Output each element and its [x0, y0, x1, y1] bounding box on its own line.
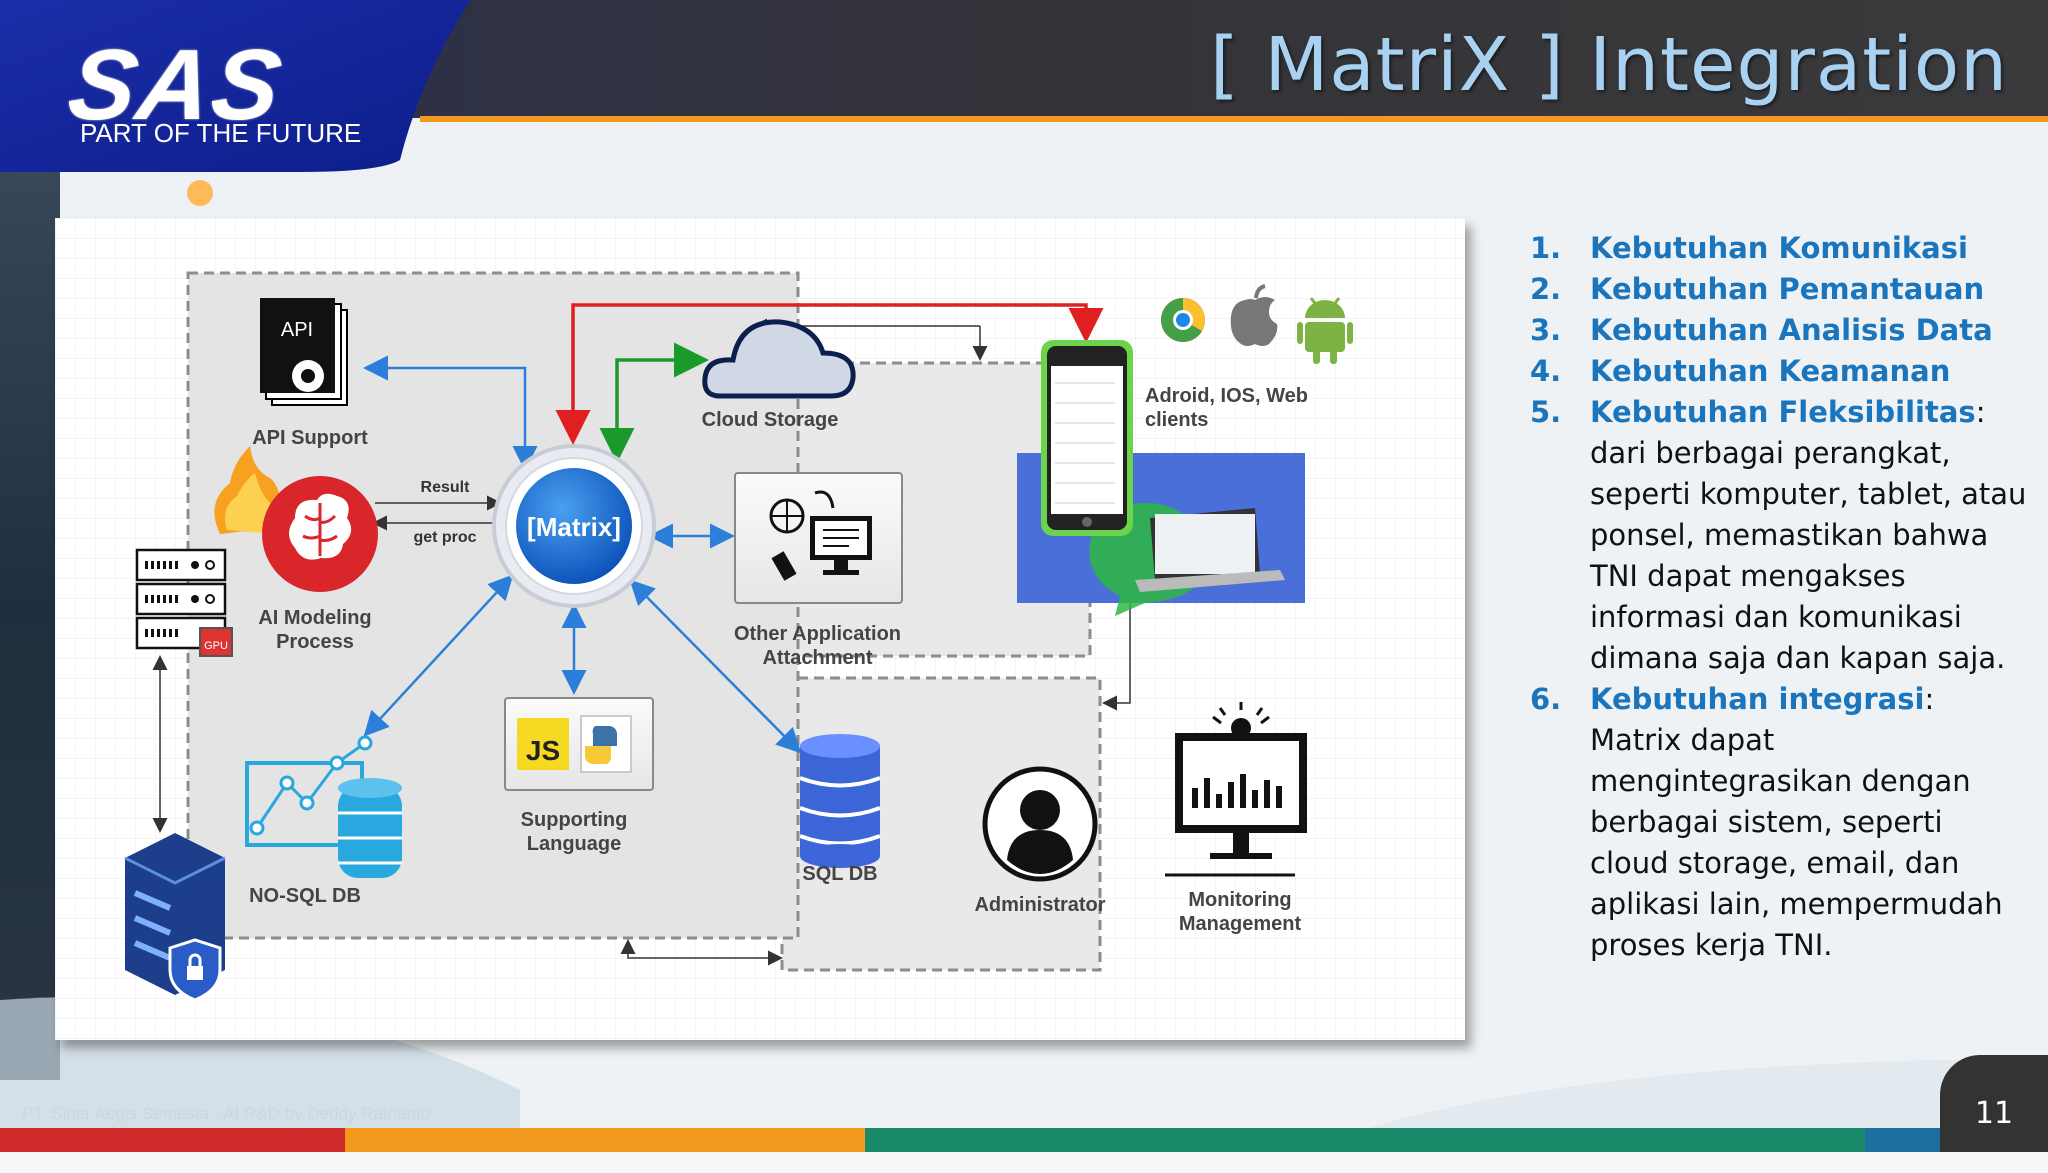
list-item-number: 2.: [1530, 272, 1562, 306]
svg-text:[Matrix]: [Matrix]: [527, 512, 621, 542]
monitoring-line-2: Management: [1178, 913, 1302, 935]
other-application-label: Other Application Attachment: [715, 622, 920, 670]
other-application-line-2: Attachment: [762, 647, 873, 669]
list-item-heading: Kebutuhan Komunikasi: [1590, 231, 1968, 265]
administrator-icon: [982, 766, 1098, 882]
monitoring-label: Monitoring Management: [1160, 888, 1320, 936]
svg-text:GPU: GPU: [204, 640, 228, 652]
secure-server-icon: [124, 833, 226, 1002]
list-item-heading: Kebutuhan integrasi: [1590, 682, 1925, 716]
cloud-icon: [702, 319, 856, 399]
clients-devices-image: [1017, 340, 1305, 616]
list-item: 6. Kebutuhan integrasi: Matrix dapat men…: [1530, 679, 2030, 966]
get-proc-label: get proc: [413, 529, 477, 546]
ai-brain-icon: [214, 446, 378, 592]
list-item-heading: Kebutuhan Keamanan: [1590, 354, 1951, 388]
monitoring-icon: [1165, 702, 1307, 877]
list-item: 4. Kebutuhan Keamanan: [1530, 351, 2030, 392]
clients-label: Adroid, IOS, Web clients: [1145, 384, 1345, 432]
cloud-storage-label: Cloud Storage: [701, 409, 839, 431]
chrome-icon: [1161, 298, 1205, 342]
list-item-heading: Kebutuhan Analisis Data: [1590, 313, 1993, 347]
list-item-number: 3.: [1530, 313, 1562, 347]
list-item-text: : dari berbagai perangkat, seperti kompu…: [1590, 395, 2027, 675]
clients-line-1: Adroid, IOS, Web: [1145, 385, 1308, 407]
list-item-number: 5.: [1530, 395, 1562, 429]
supporting-language-icon: JS: [504, 697, 654, 791]
page-number: 11: [1940, 1055, 2048, 1152]
supporting-language-label: Supporting Language: [499, 808, 649, 856]
requirements-list: 1. Kebutuhan Komunikasi 2. Kebutuhan Pem…: [1530, 228, 2030, 966]
svg-text:API: API: [281, 319, 313, 341]
other-application-line-1: Other Application: [733, 623, 902, 645]
api-support-label: API Support: [252, 427, 368, 449]
monitoring-line-1: Monitoring: [1188, 889, 1292, 911]
list-item-number: 4.: [1530, 354, 1562, 388]
list-item-text: : Matrix dapat mengintegrasikan dengan b…: [1590, 682, 2003, 962]
list-item: 3. Kebutuhan Analisis Data: [1530, 310, 2030, 351]
list-item-number: 6.: [1530, 682, 1562, 716]
matrix-hub: [Matrix]: [492, 444, 656, 608]
other-application-icon: [734, 472, 903, 604]
supporting-language-line-1: Supporting: [520, 809, 628, 831]
logo-tagline: PART OF THE FUTURE: [80, 118, 362, 148]
ai-modeling-line-1: AI Modeling: [258, 607, 372, 629]
architecture-diagram: API [Matrix]: [55, 218, 1465, 1040]
administrator-label: Administrator: [974, 894, 1106, 916]
list-item-heading: Kebutuhan Pemantauan: [1590, 272, 1985, 306]
list-item: 2. Kebutuhan Pemantauan: [1530, 269, 2030, 310]
ai-modeling-line-2: Process: [276, 631, 354, 653]
clients-line-2: clients: [1145, 409, 1209, 431]
gpu-server-icon: GPU: [135, 548, 233, 657]
result-label: Result: [420, 479, 470, 496]
api-support-icon: API: [260, 298, 348, 406]
list-item-number: 1.: [1530, 231, 1562, 265]
ai-modeling-label: AI Modeling Process: [240, 606, 390, 654]
list-item: 5. Kebutuhan Fleksibilitas: dari berbaga…: [1530, 392, 2030, 679]
list-item: 1. Kebutuhan Komunikasi: [1530, 228, 2030, 269]
android-icon: [1297, 297, 1353, 364]
footer-credit: PT. Siber Aegis Semesta - AI R&D by Dedd…: [22, 1104, 431, 1123]
supporting-language-line-2: Language: [526, 833, 622, 855]
sql-db-label: SQL DB: [802, 863, 878, 885]
nosql-db-label: NO-SQL DB: [249, 885, 361, 907]
sql-db-icon: [799, 734, 881, 868]
list-item-heading: Kebutuhan Fleksibilitas: [1590, 395, 1976, 429]
page-title: [ MatriX ] Integration: [1210, 22, 2008, 108]
apple-icon: [1230, 284, 1278, 346]
svg-text:JS: JS: [526, 735, 560, 766]
nosql-db-icon: [245, 735, 402, 878]
